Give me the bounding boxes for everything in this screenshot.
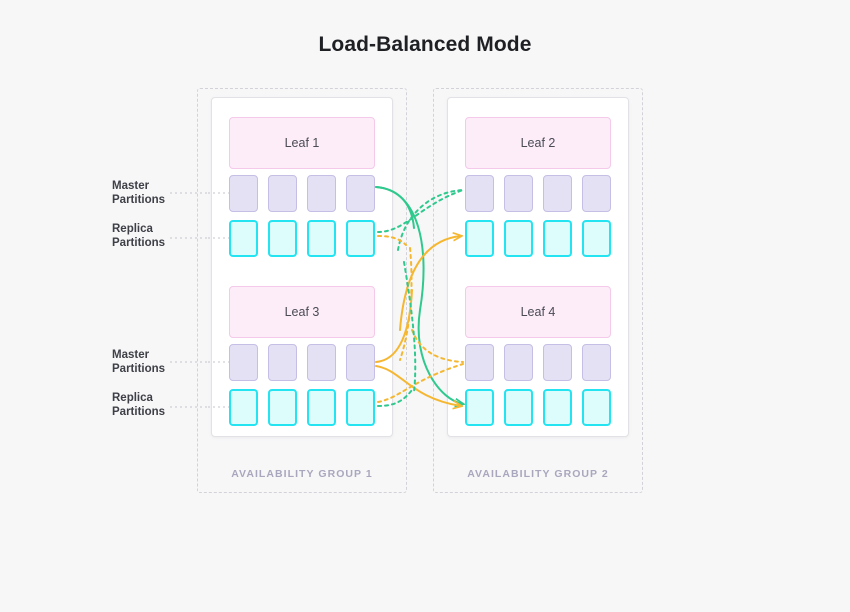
replica-partition[interactable] xyxy=(229,220,258,257)
replica-partition[interactable] xyxy=(268,220,297,257)
leaf-label: Leaf 2 xyxy=(520,136,556,150)
replica-partition[interactable] xyxy=(504,220,533,257)
replica-partition[interactable] xyxy=(582,220,611,257)
master-partition[interactable] xyxy=(268,344,297,381)
master-partition[interactable] xyxy=(543,344,572,381)
label-line-2: Partitions xyxy=(112,236,166,249)
label-master-partitions-top: Master Partitions xyxy=(112,180,202,207)
leaf-label: Leaf 1 xyxy=(284,136,320,150)
label-line-1: Replica xyxy=(112,392,153,404)
replica-partition[interactable] xyxy=(582,389,611,426)
page-title: Load-Balanced Mode xyxy=(318,33,532,56)
master-partition[interactable] xyxy=(504,175,533,212)
master-partition[interactable] xyxy=(268,175,297,212)
master-partition[interactable] xyxy=(229,175,258,212)
availability-group-1-label: AVAILABILITY GROUP 1 xyxy=(231,468,373,480)
label-line-1: Master xyxy=(112,349,150,361)
leaf-box-leaf3[interactable]: Leaf 3 xyxy=(229,286,375,338)
replica-partition[interactable] xyxy=(307,220,336,257)
label-line-1: Master xyxy=(112,180,150,192)
leaf-label: Leaf 4 xyxy=(520,305,556,319)
master-partition[interactable] xyxy=(582,344,611,381)
master-partition[interactable] xyxy=(346,344,375,381)
replica-partition[interactable] xyxy=(268,389,297,426)
label-line-2: Partitions xyxy=(112,405,166,418)
master-partition[interactable] xyxy=(465,175,494,212)
master-partition[interactable] xyxy=(307,175,336,212)
label-line-1: Replica xyxy=(112,223,153,235)
availability-group-2-label: AVAILABILITY GROUP 2 xyxy=(467,468,609,480)
leaf-box-leaf1[interactable]: Leaf 1 xyxy=(229,117,375,169)
replica-partition[interactable] xyxy=(543,220,572,257)
leaf-label: Leaf 3 xyxy=(284,305,320,319)
label-line-2: Partitions xyxy=(112,362,166,375)
replica-partition[interactable] xyxy=(504,389,533,426)
leaf-box-leaf4[interactable]: Leaf 4 xyxy=(465,286,611,338)
replica-partition[interactable] xyxy=(307,389,336,426)
replica-partition[interactable] xyxy=(229,389,258,426)
label-line-2: Partitions xyxy=(112,193,166,206)
master-partition[interactable] xyxy=(465,344,494,381)
replica-partition[interactable] xyxy=(543,389,572,426)
label-replica-partitions-top: Replica Partitions xyxy=(112,223,202,250)
master-partition[interactable] xyxy=(504,344,533,381)
master-partition[interactable] xyxy=(346,175,375,212)
replica-partition[interactable] xyxy=(465,389,494,426)
label-master-partitions-bottom: Master Partitions xyxy=(112,349,202,376)
label-replica-partitions-bottom: Replica Partitions xyxy=(112,392,202,419)
master-partition[interactable] xyxy=(307,344,336,381)
leaf-box-leaf2[interactable]: Leaf 2 xyxy=(465,117,611,169)
replica-partition[interactable] xyxy=(465,220,494,257)
master-partition[interactable] xyxy=(582,175,611,212)
replica-partition[interactable] xyxy=(346,389,375,426)
master-partition[interactable] xyxy=(543,175,572,212)
master-partition[interactable] xyxy=(229,344,258,381)
replica-partition[interactable] xyxy=(346,220,375,257)
